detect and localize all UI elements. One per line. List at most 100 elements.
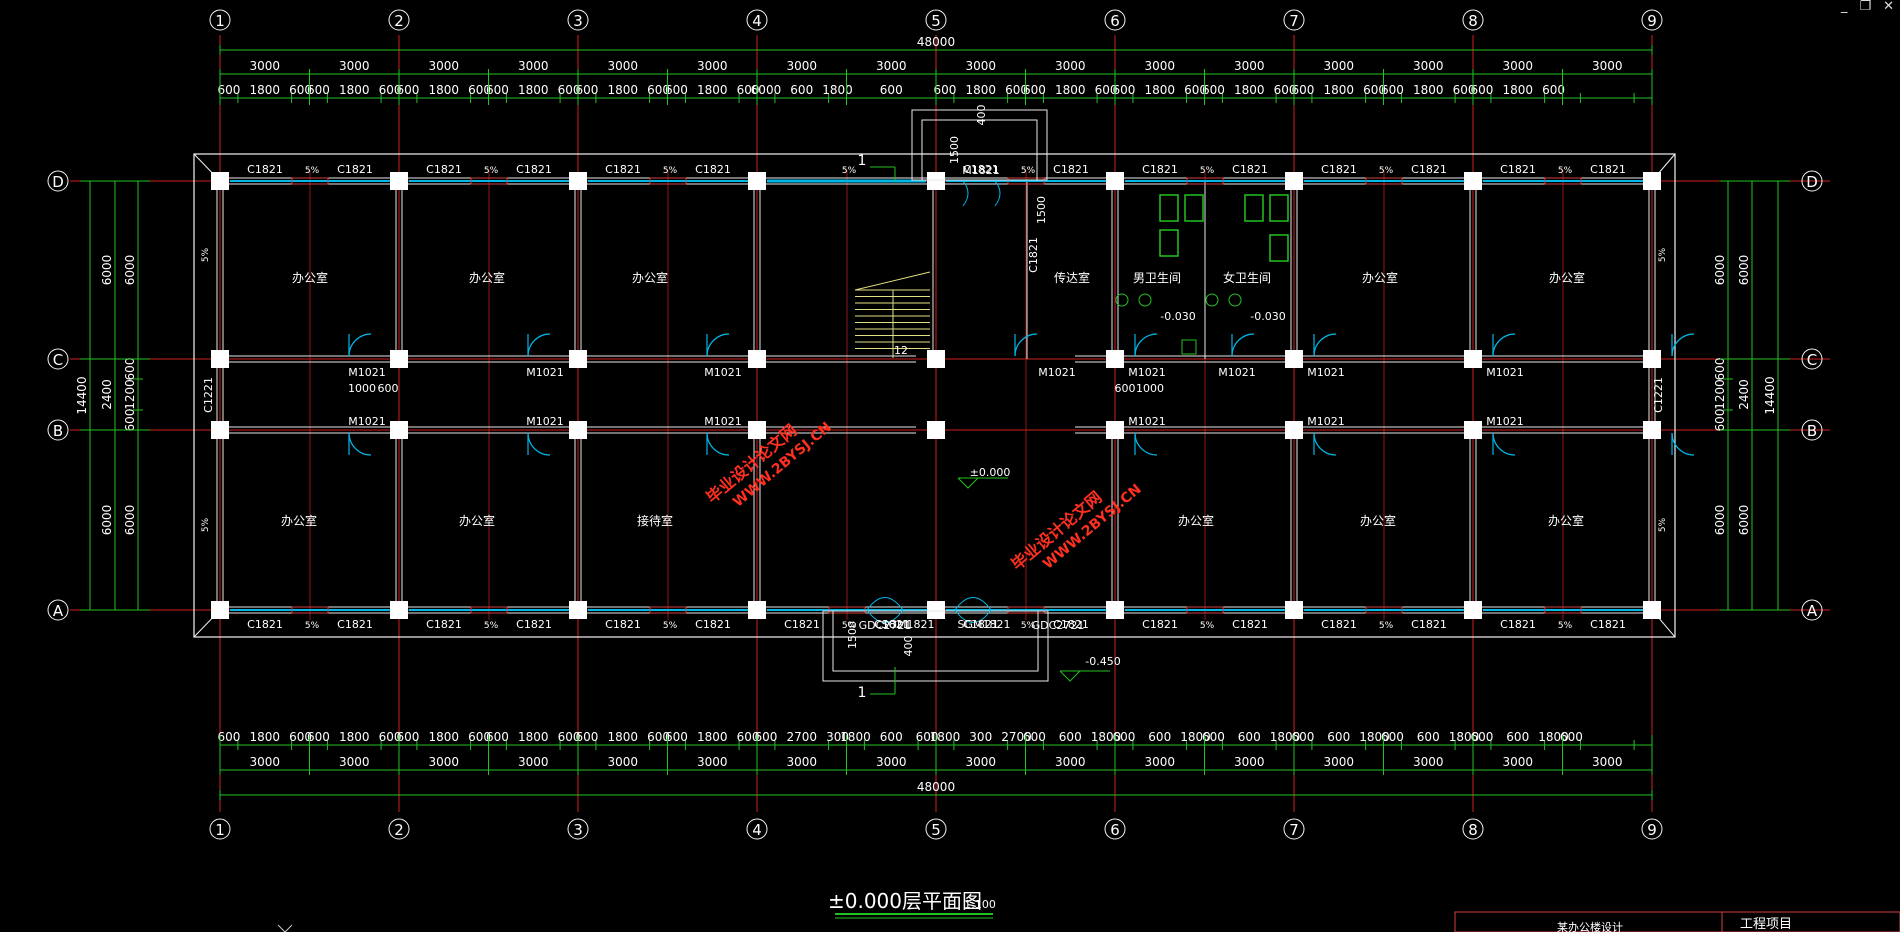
- dim-right: 6000: [1737, 255, 1751, 286]
- axis-bubble: [567, 818, 589, 840]
- door-swing: [1492, 333, 1516, 357]
- door-label: M1821: [962, 164, 1000, 177]
- window-label: C1821: [1232, 618, 1268, 631]
- door-label: M1021: [1038, 366, 1076, 379]
- dim-bottom-bay: 3000: [518, 755, 549, 769]
- slope-label: 5%: [201, 517, 211, 532]
- room-label-bottom: 办公室: [1548, 513, 1584, 528]
- axis-bubble-label: 9: [1647, 821, 1657, 839]
- window-sill: [1007, 606, 1045, 614]
- window-label: C1821: [516, 618, 552, 631]
- window-sill: [291, 177, 329, 185]
- entrance-door: [866, 597, 904, 623]
- structural-column: [1464, 601, 1482, 619]
- title-block-project: 工程项目: [1740, 917, 1792, 932]
- floor-drain: [1181, 339, 1197, 355]
- structural-column: [927, 601, 945, 619]
- dim-bottom-bay: 3000: [339, 755, 370, 769]
- structural-column: [211, 172, 229, 190]
- dim-top-detail: 1800: [428, 83, 459, 97]
- wc-basin: [1115, 293, 1129, 307]
- window-label: C1821: [247, 618, 283, 631]
- dim-left: 14400: [75, 376, 89, 414]
- dim-bottom-detail: 600: [1470, 730, 1493, 744]
- level-label: -0.450: [1085, 655, 1120, 668]
- dim-top-detail: 1800: [518, 83, 549, 97]
- dim-top-bay: 3000: [249, 59, 280, 73]
- door-swing: [348, 333, 372, 357]
- room-label-top: 办公室: [1549, 270, 1585, 285]
- close-icon[interactable]: ✕: [1883, 0, 1894, 14]
- dim-bottom-detail: 600: [1327, 730, 1350, 744]
- room-label-bottom: 办公室: [281, 513, 317, 528]
- axis-bubble-label: D: [52, 173, 64, 191]
- dim-bottom-total: 48000: [917, 780, 955, 794]
- window-label: C1221: [202, 377, 215, 413]
- restore-icon[interactable]: ❐: [1859, 0, 1872, 14]
- axis-bubble-label: 7: [1289, 12, 1299, 30]
- axis-bubble-label: 6: [1110, 12, 1120, 30]
- dim-top-detail: 600: [1470, 83, 1493, 97]
- dim-bottom-detail: 600: [1560, 730, 1583, 744]
- dim-top-detail: 600: [307, 83, 330, 97]
- misc-dim: 600: [1115, 382, 1136, 395]
- window-label: C1821: [247, 163, 283, 176]
- axis-bubble-label: 9: [1647, 12, 1657, 30]
- axis-bubble-label: B: [1807, 422, 1817, 440]
- window-label: C1821: [1053, 618, 1089, 631]
- structural-column: [927, 421, 945, 439]
- dim-top-detail: 1800: [697, 83, 728, 97]
- door-label: M1021: [704, 415, 742, 428]
- structural-column: [1106, 350, 1124, 368]
- axis-bubble: [388, 818, 410, 840]
- canopy-bottom-inner: [832, 610, 1039, 672]
- window-label: C1821: [1590, 618, 1626, 631]
- dim-bottom-bay: 3000: [1592, 755, 1623, 769]
- window-sill: [1365, 606, 1403, 614]
- dim-top-detail: 600: [289, 83, 312, 97]
- structural-column: [1464, 350, 1482, 368]
- axis-bubble-label: C: [53, 351, 63, 369]
- slope-label: 5%: [484, 166, 499, 176]
- cursor-mark: [284, 924, 293, 932]
- slope-label: 5%: [201, 247, 211, 262]
- axis-bubble-label: 8: [1468, 12, 1478, 30]
- window-label: C1821: [1232, 163, 1268, 176]
- door-label: M1021: [526, 366, 564, 379]
- slope-label: 5%: [1379, 166, 1394, 176]
- dim-top-detail: 1800: [339, 83, 370, 97]
- dim-top-bay: 3000: [1413, 59, 1444, 73]
- room-label-top: 女卫生间: [1223, 270, 1271, 285]
- minimize-icon[interactable]: _: [1840, 0, 1848, 14]
- misc-dim: 1000: [1136, 382, 1164, 395]
- dim-bottom-detail: 1800: [1180, 730, 1211, 744]
- door-label: M1021: [1307, 366, 1345, 379]
- window-label: C1821: [963, 618, 999, 631]
- axis-bubble: [47, 348, 69, 370]
- structural-column: [211, 601, 229, 619]
- dim-bottom-detail: 600: [647, 730, 670, 744]
- axis-bubble: [1801, 348, 1823, 370]
- axis-bubble: [47, 170, 69, 192]
- window-label: C1821: [426, 618, 462, 631]
- structural-column: [748, 172, 766, 190]
- dim-bottom-detail: 600: [1381, 730, 1404, 744]
- dim-top-detail: 600: [1542, 83, 1565, 97]
- dim-bottom-bay: 3000: [1323, 755, 1354, 769]
- dim-bottom-detail: 1800: [339, 730, 370, 744]
- structural-column: [569, 601, 587, 619]
- axis-bubble-label: 4: [752, 12, 762, 30]
- door-swing: [706, 432, 730, 456]
- wc-toilet: [1159, 229, 1179, 257]
- axis-bubble: [746, 9, 768, 31]
- dim-top-detail: 600: [1112, 83, 1135, 97]
- dim-right-detail: 1200: [1713, 379, 1727, 410]
- window-sill: [470, 177, 508, 185]
- dim-top-detail: 1800: [607, 83, 638, 97]
- window-label: C1821: [784, 618, 820, 631]
- slope-label: 5%: [842, 166, 857, 176]
- window-label: GDC2721: [1032, 619, 1085, 632]
- window-label: C1821: [963, 163, 999, 176]
- dim-right: 14400: [1763, 376, 1777, 414]
